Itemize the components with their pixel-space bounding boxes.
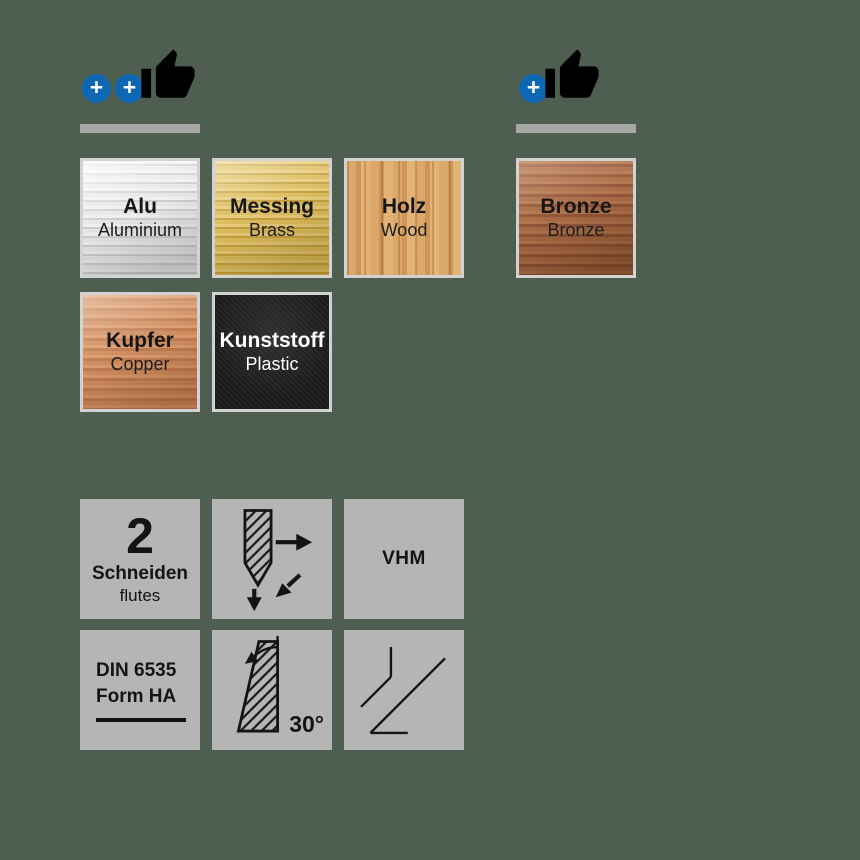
shank-form-label: Form HA [96, 685, 177, 707]
material-title: Holz [381, 194, 427, 218]
material-tile-bronze: Bronze Bronze [516, 158, 636, 278]
material-tile-brass: Messing Brass [212, 158, 332, 278]
drill-plunge-icon [243, 509, 313, 612]
spec-tile-flutes: 2 Schneiden flutes [80, 499, 200, 619]
plus-icon: + [82, 74, 111, 103]
helix-angle-value: 30° [289, 711, 324, 737]
thumbs-up-icon [545, 49, 599, 98]
spec-tile-corner-profile [344, 630, 464, 750]
spec-tile-material-code: VHM [344, 499, 464, 619]
material-title: Kunststoff [219, 328, 325, 352]
spec-tile-helix-angle: 30° [212, 630, 332, 750]
plus-icon: + [519, 74, 548, 103]
flutes-label-de: Schneiden [91, 563, 189, 585]
material-subtitle: Bronze [547, 219, 605, 240]
material-subtitle: Brass [248, 219, 295, 240]
material-title: Kupfer [106, 328, 174, 352]
divider-bar [516, 124, 636, 133]
material-title: Bronze [540, 194, 612, 218]
material-tile-wood: Holz Wood [344, 158, 464, 278]
material-tile-aluminium: Alu Aluminium [80, 158, 200, 278]
shank-standard-label: DIN 6535 [96, 659, 177, 681]
plus-icon: + [115, 74, 144, 103]
helix-angle-icon [236, 635, 279, 733]
thumbs-up-icon [141, 49, 195, 98]
flutes-count: 2 [126, 508, 154, 565]
material-code-label: VHM [382, 548, 426, 569]
material-tile-copper: Kupfer Copper [80, 292, 200, 412]
material-tile-plastic: Kunststoff Plastic [212, 292, 332, 412]
material-subtitle: Copper [110, 353, 170, 374]
material-subtitle: Wood [380, 219, 428, 240]
material-subtitle: Plastic [245, 353, 299, 374]
spec-tile-shank: DIN 6535 Form HA [80, 630, 200, 750]
material-subtitle: Aluminium [97, 219, 183, 240]
spec-tile-plunge-cutting [212, 499, 332, 619]
shank-underline [96, 718, 186, 723]
corner-profile-icon [360, 647, 446, 735]
material-title: Alu [123, 194, 157, 218]
flutes-label-en: flutes [119, 586, 161, 606]
divider-bar [80, 124, 200, 133]
material-title: Messing [229, 194, 315, 218]
